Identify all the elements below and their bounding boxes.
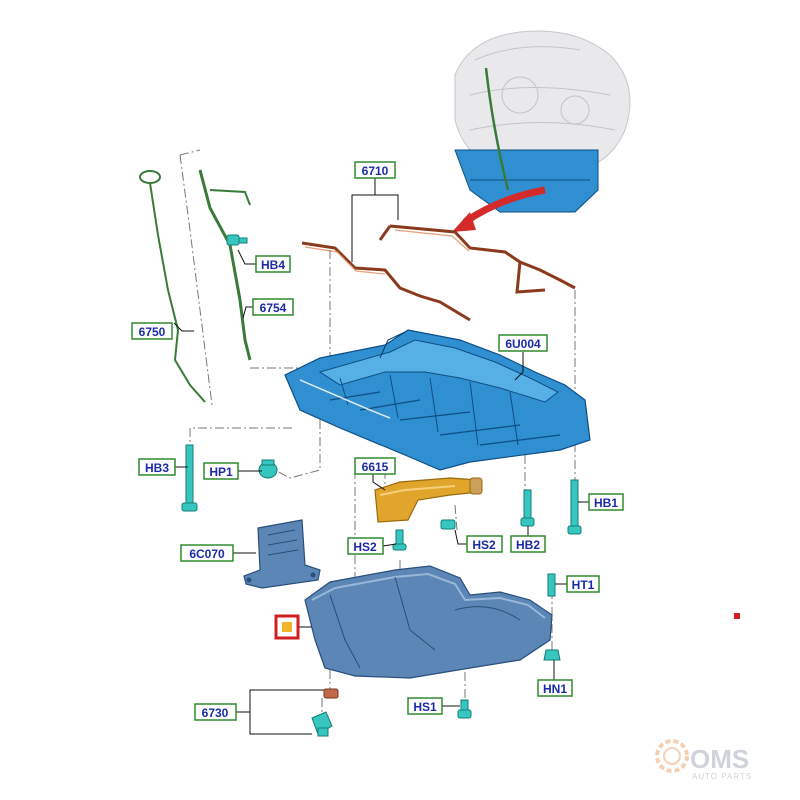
svg-text:HS1: HS1 <box>413 700 437 714</box>
watermark-brand: OMS <box>690 744 749 774</box>
engine-overview-illustration <box>454 30 631 213</box>
svg-text:6730: 6730 <box>202 706 229 720</box>
callout-HS2-right: HS2 <box>466 535 503 553</box>
svg-text:HP1: HP1 <box>209 465 233 479</box>
svg-text:HT1: HT1 <box>572 578 595 592</box>
plug-HP1 <box>258 459 278 479</box>
leader-lines <box>173 178 589 735</box>
gear-icon <box>655 739 689 773</box>
svg-text:HB4: HB4 <box>261 258 285 272</box>
callout-6710: 6710 <box>354 161 396 179</box>
watermark-tagline: AUTO PARTS <box>692 772 752 781</box>
stud-HT1 <box>547 573 556 597</box>
svg-text:HB1: HB1 <box>594 496 618 510</box>
install-direction-arrow <box>463 186 546 225</box>
callout-6615: 6615 <box>354 457 396 475</box>
callout-6750: 6750 <box>131 322 173 340</box>
svg-text:HN1: HN1 <box>543 682 567 696</box>
oil-pickup-tube-6615 <box>374 477 483 523</box>
nut-HN1 <box>543 649 561 661</box>
baffle-plate-6C070 <box>243 519 321 589</box>
callout-6U004: 6U004 <box>498 334 548 352</box>
watermark-logo: OMS AUTO PARTS <box>655 739 752 781</box>
bolt-HB4 <box>226 234 248 246</box>
oil-pan <box>304 565 553 679</box>
bolt-HS1 <box>457 699 472 719</box>
svg-text:6U004: 6U004 <box>505 337 541 351</box>
bolt-HS2-upper <box>440 519 456 530</box>
svg-text:HS2: HS2 <box>353 540 377 554</box>
svg-text:6C070: 6C070 <box>189 547 225 561</box>
oil-pan-gasket <box>301 224 576 322</box>
svg-text:6754: 6754 <box>260 301 287 315</box>
svg-text:HB2: HB2 <box>516 538 540 552</box>
callout-HB2: HB2 <box>510 535 546 553</box>
callout-HB4: HB4 <box>255 255 291 273</box>
svg-text:HB3: HB3 <box>145 461 169 475</box>
svg-text:HS2: HS2 <box>472 538 496 552</box>
dipstick-tube-6754 <box>198 169 252 361</box>
callout-HB1: HB1 <box>588 493 624 511</box>
callout-6754: 6754 <box>252 298 294 316</box>
svg-text:6615: 6615 <box>362 460 389 474</box>
dipstick-6750 <box>139 170 206 403</box>
drain-plug-6730 <box>311 688 339 737</box>
callout-HB3: HB3 <box>138 458 176 476</box>
callout-6C070: 6C070 <box>180 544 234 562</box>
bolt-HB2 <box>520 489 535 527</box>
callout-HN1: HN1 <box>537 679 573 697</box>
lower-crankcase-6U004 <box>284 329 591 471</box>
arrow-head <box>452 212 476 232</box>
oil-pan-marker <box>274 614 300 640</box>
svg-text:6710: 6710 <box>362 164 389 178</box>
bolt-HB1 <box>567 479 582 535</box>
svg-text:6750: 6750 <box>139 325 166 339</box>
bolt-HB3 <box>181 444 198 512</box>
callout-6730: 6730 <box>194 703 237 721</box>
callout-HS2-left: HS2 <box>347 537 384 555</box>
callout-HT1: HT1 <box>566 575 600 593</box>
callout-HS1: HS1 <box>407 697 443 715</box>
callout-HP1: HP1 <box>203 462 239 480</box>
bolt-HS2-lower <box>392 529 407 551</box>
red-dot-marker <box>734 613 740 619</box>
